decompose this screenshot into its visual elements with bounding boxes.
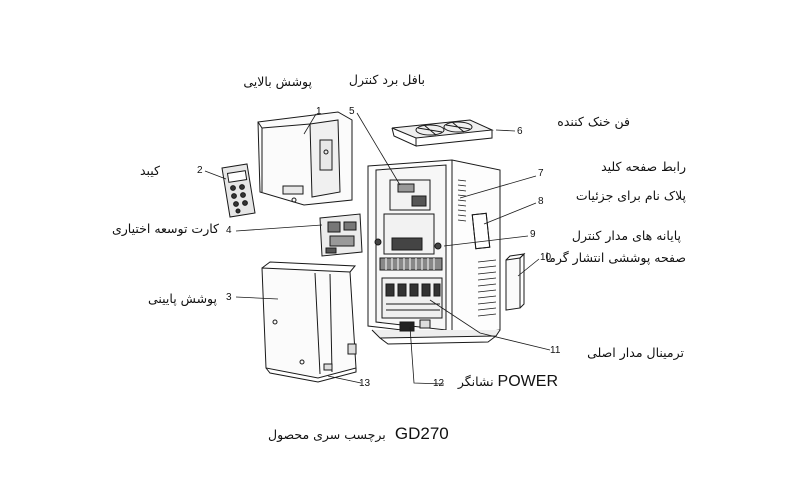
leader-lines [204,112,551,385]
part-number-6: 6 [517,126,523,137]
part-number-11: 11 [550,345,561,356]
control-board-baffle [383,179,435,255]
label-lower-cover: پوشش پایینی [147,291,217,306]
label-expansion-card: کارت توسعه اختیاری [111,221,219,236]
part-number-7: 7 [538,168,544,179]
label-control-baffle: بافل برد کنترل [348,72,425,87]
part-number-5: 5 [349,106,355,117]
lower-cover [261,261,357,383]
power-indicator-fa: نشانگر [457,374,494,389]
power-indicator [399,319,431,332]
caption-text: برچسب سری محصول [268,427,386,442]
heat-cover-plate [505,252,526,311]
part-number-4: 4 [226,225,232,236]
upper-cover [257,111,353,206]
part-number-2: 2 [197,165,203,176]
part-number-10: 10 [540,252,552,263]
label-nameplate: پلاک نام برای جزئیات [575,188,686,203]
label-heat-cover: صفحه پوششی انتشار گرما [545,250,686,265]
expansion-card [319,213,363,257]
label-keypad-interface: رابط صفحه کلید [601,159,686,174]
label-control-terminals: پایانه های مدار کنترل [571,228,681,243]
part-number-1: 1 [316,106,322,117]
part-number-13: 13 [359,378,371,389]
label-keypad: کیبد [139,163,160,178]
product-series-caption: برچسب سری محصول GD270 [268,424,449,444]
part-number-12: 12 [433,378,445,389]
nameplate [471,212,491,250]
label-main-terminals: ترمینال مدار اصلی [587,345,684,360]
control-terminals [374,238,443,271]
keypad [221,163,256,218]
caption-model: GD270 [394,424,449,443]
part-number-9: 9 [530,229,536,240]
main-circuit-terminals [381,277,443,319]
part-number-8: 8 [538,196,544,207]
power-word: POWER [497,373,558,390]
label-power-indicator: POWER نشانگر [458,374,558,390]
label-upper-cover: پوشش بالایی [243,74,312,89]
label-cooling-fan: فن خنک کننده [557,114,630,129]
cooling-fan [391,119,494,147]
part-number-3: 3 [226,292,232,303]
